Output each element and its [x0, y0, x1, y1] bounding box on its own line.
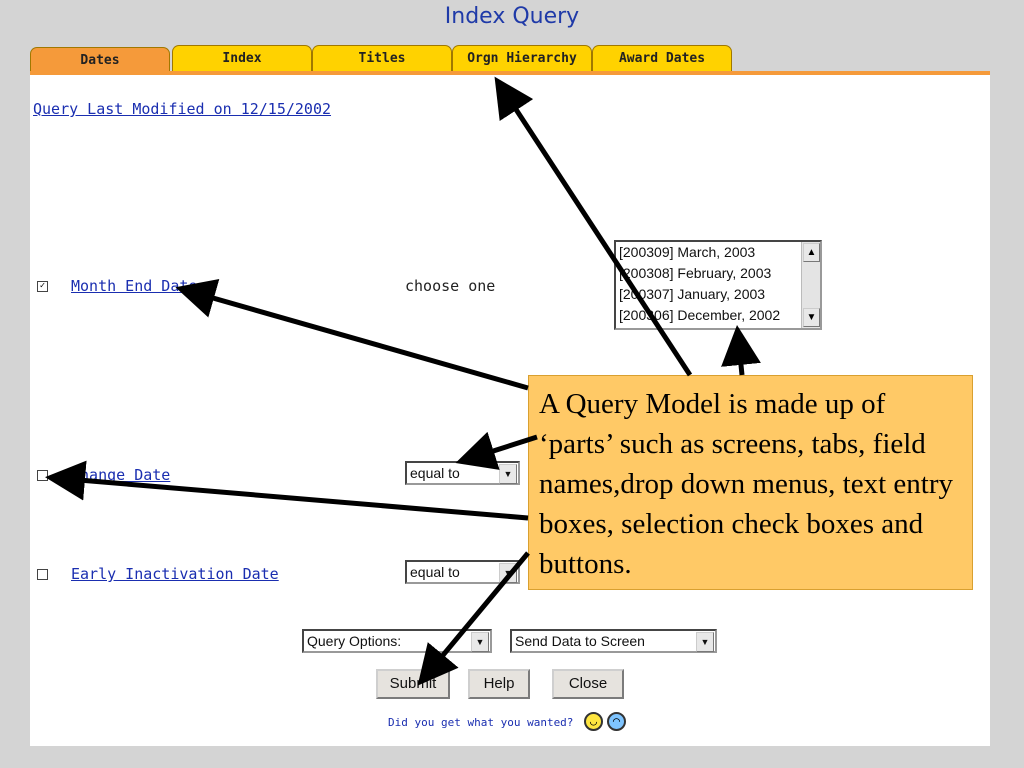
arrow-to-button	[417, 551, 530, 686]
select-value: equal to	[410, 564, 460, 580]
listbox-scrollbar[interactable]: ▲ ▼	[801, 242, 820, 328]
chevron-down-icon: ▼	[471, 632, 489, 652]
tab-bar: Dates Index Titles Orgn Hierarchy Award …	[30, 45, 990, 75]
change-date-operator-select[interactable]: equal to ▼	[405, 461, 520, 485]
help-button[interactable]: Help	[468, 669, 530, 699]
month-end-date-link[interactable]: Month End Date	[71, 277, 198, 295]
sad-face-icon[interactable]: ◠	[607, 712, 626, 731]
feedback-text: Did you get what you wanted?	[388, 716, 574, 729]
scroll-up-icon[interactable]: ▲	[803, 243, 820, 262]
chevron-down-icon: ▼	[499, 464, 517, 484]
send-data-select[interactable]: Send Data to Screen ▼	[510, 629, 717, 653]
annotation-callout: A Query Model is made up of ‘parts’ such…	[528, 375, 973, 590]
select-value: Send Data to Screen	[515, 633, 645, 649]
happy-face-icon[interactable]: ◡	[584, 712, 603, 731]
tab-orgn-hierarchy[interactable]: Orgn Hierarchy	[452, 45, 592, 71]
arrow-to-listbox	[721, 325, 761, 376]
month-end-checkbox[interactable]: ✓	[37, 281, 48, 292]
month-listbox[interactable]: [200309] March, 2003 [200308] February, …	[614, 240, 822, 330]
tab-award-dates[interactable]: Award Dates	[592, 45, 732, 71]
early-inactivation-checkbox[interactable]	[37, 569, 48, 580]
close-button[interactable]: Close	[552, 669, 624, 699]
arrow-to-dropdown	[455, 431, 538, 470]
select-value: Query Options:	[307, 633, 402, 649]
scroll-down-icon[interactable]: ▼	[803, 308, 820, 327]
select-value: equal to	[410, 465, 460, 481]
query-last-modified-link[interactable]: Query Last Modified on 12/15/2002	[33, 100, 332, 118]
list-option[interactable]: [200308] February, 2003	[619, 265, 772, 281]
chevron-down-icon: ▼	[696, 632, 714, 652]
choose-one-text: choose one	[405, 277, 496, 295]
list-option[interactable]: [200306] December, 2002	[619, 307, 781, 323]
tab-titles[interactable]: Titles	[312, 45, 452, 71]
window-title: Index Query	[444, 4, 580, 29]
tab-index[interactable]: Index	[172, 45, 312, 71]
tab-underline	[30, 71, 990, 75]
arrow-to-field-name	[175, 279, 529, 391]
tab-dates[interactable]: Dates	[30, 47, 170, 72]
list-option[interactable]: [200307] January, 2003	[619, 286, 766, 302]
early-inactivation-date-link[interactable]: Early Inactivation Date	[71, 565, 279, 583]
arrow-to-tab	[494, 76, 693, 377]
arrow-to-checkbox	[45, 460, 529, 521]
list-option[interactable]: [200309] March, 2003	[619, 244, 756, 260]
